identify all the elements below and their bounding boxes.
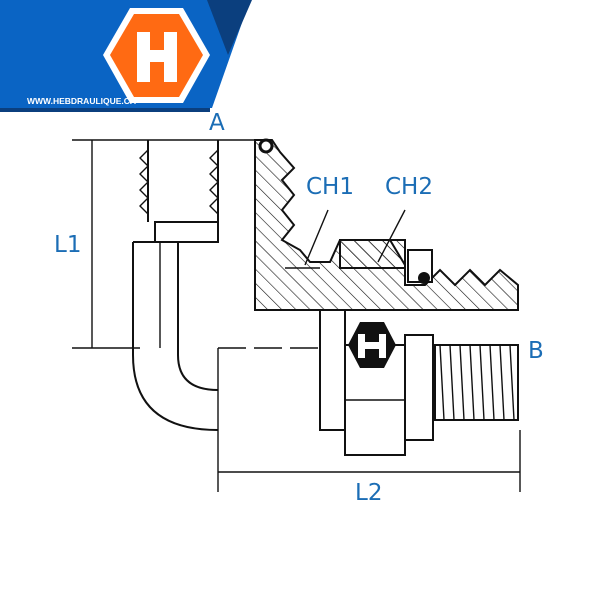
brand-banner: WWW.HEBDRAULIQUE.CA bbox=[0, 0, 252, 112]
length-l1-label: L1 bbox=[54, 232, 81, 258]
website-url: WWW.HEBDRAULIQUE.CA bbox=[27, 96, 136, 106]
hex-ch2-label: CH2 bbox=[385, 174, 433, 200]
logo-hexagon-icon bbox=[103, 8, 210, 103]
hex-ch1-label: CH1 bbox=[306, 174, 354, 200]
port-a-label: A bbox=[209, 110, 225, 136]
port-b-label: B bbox=[528, 338, 544, 364]
section-view bbox=[254, 138, 519, 311]
elbow-body bbox=[132, 140, 320, 431]
length-l2-label: L2 bbox=[355, 480, 382, 506]
dimension-lines bbox=[72, 139, 521, 492]
center-logo-icon bbox=[348, 322, 396, 368]
right-connector bbox=[319, 309, 519, 456]
